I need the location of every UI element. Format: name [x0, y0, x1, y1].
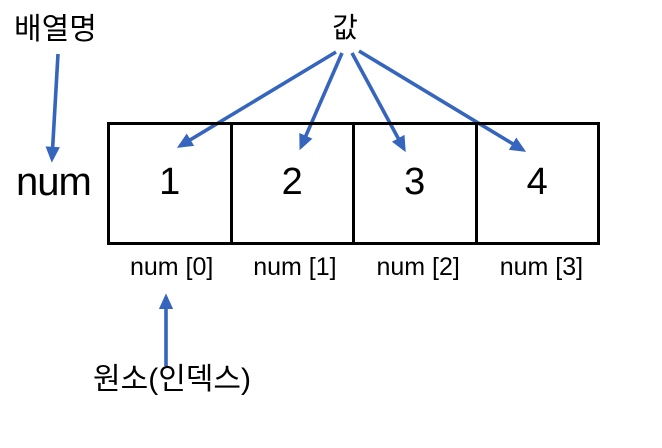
- array-name-label: 배열명: [14, 13, 97, 46]
- index-label-row: num [0] num [1] num [2] num [3]: [110, 252, 603, 282]
- index-label-0: num [0]: [129, 253, 214, 281]
- cell-value: 3: [404, 160, 426, 203]
- array-box: 1 2 3 4: [107, 122, 600, 245]
- index-label-3: num [3]: [499, 253, 584, 281]
- array-cell-1: 2: [229, 125, 353, 242]
- cell-value: 1: [159, 160, 181, 203]
- index-label-2: num [2]: [376, 253, 460, 281]
- array-cell-0: 1: [110, 125, 230, 242]
- array-cell-2: 3: [352, 125, 475, 242]
- value-label: 값: [332, 12, 358, 43]
- index-label-1: num [1]: [253, 253, 337, 281]
- element-index-label: 원소(인덱스): [93, 363, 251, 396]
- cell-value: 4: [526, 160, 548, 203]
- array-cell-3: 4: [474, 125, 598, 242]
- array-name-text: num: [16, 160, 92, 204]
- arrow-array-name-to-num: [45, 53, 60, 163]
- cell-value: 2: [281, 160, 303, 203]
